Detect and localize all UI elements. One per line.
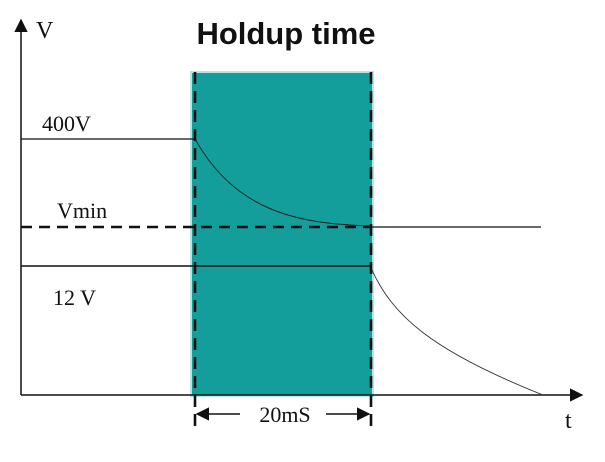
voltage-decay-curve xyxy=(194,138,372,227)
interval-label: 20mS xyxy=(259,402,310,427)
diagram-title: Holdup time xyxy=(196,16,375,51)
level-12v-label: 12 V xyxy=(53,285,96,310)
level-400v-label: 400V xyxy=(42,111,91,136)
x-axis-label: t xyxy=(565,408,572,434)
output-decay-curve xyxy=(370,267,544,396)
y-axis-label: V xyxy=(36,18,54,44)
holdup-region xyxy=(190,71,374,397)
vmin-label: Vmin xyxy=(57,198,107,223)
